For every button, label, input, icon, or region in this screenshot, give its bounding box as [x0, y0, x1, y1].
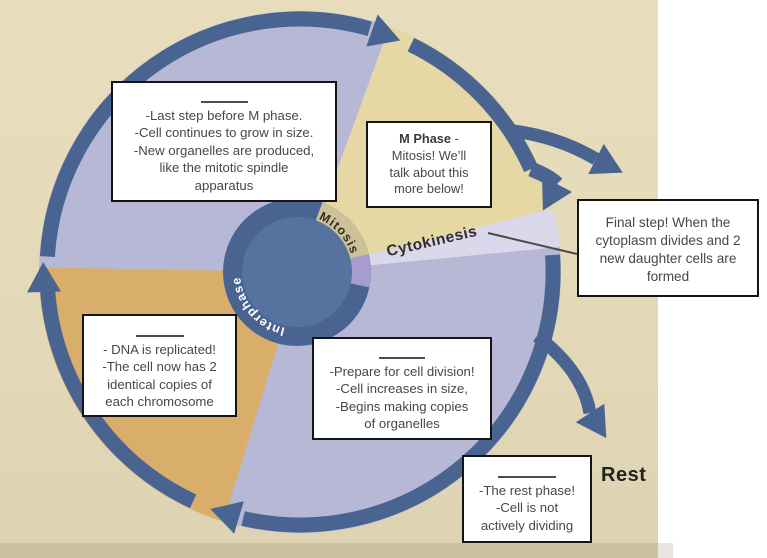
callout-text-line: -Prepare for cell division! [329, 364, 475, 379]
callout-text-line: cytoplasm divides and 2 [595, 233, 741, 248]
callout-m-phase: M Phase - Mitosis! We’ll talk about this… [366, 121, 492, 208]
hub: Interphase Mitosis [223, 198, 372, 346]
arrowhead-into-cytokinesis-icon [541, 176, 573, 211]
callout-text-line: actively dividing [480, 517, 574, 533]
m-phase-suffix: - [451, 131, 459, 146]
rest-label: Rest [601, 464, 647, 486]
callout-text-line: -Last step before M phase. [145, 108, 303, 123]
blank-underline [379, 347, 425, 359]
arrowhead-left-icon [27, 262, 61, 293]
callout-text-line: -The rest phase! [478, 483, 576, 498]
callout-g2-phase: -Last step before M phase. -Cell continu… [111, 81, 337, 202]
callout-text-line: more below! [394, 181, 464, 197]
blank-underline [498, 466, 556, 478]
bottom-shade-band [0, 543, 673, 558]
callout-text-line: -Cell increases in size, [336, 381, 468, 397]
arrowhead-exit-right-icon [588, 143, 623, 175]
cycle-arc-hook [528, 162, 563, 190]
callout-rest-phase: -The rest phase! -Cell is not actively d… [462, 455, 592, 543]
callout-text-line: identical copies of [107, 376, 212, 392]
callout-s-phase: - DNA is replicated! -The cell now has 2… [82, 314, 237, 417]
callout-text-line: apparatus [194, 177, 254, 193]
callout-text-line: -The cell now has 2 [102, 359, 217, 375]
callout-text-line: of organelles [364, 416, 440, 432]
callout-text-line: formed [646, 269, 690, 284]
callout-final-step: Final step! When the cytoplasm divides a… [577, 199, 759, 297]
branch-rest-shaft [533, 330, 597, 415]
cycle-arc-top-left [39, 11, 372, 258]
connector-line [487, 232, 578, 255]
arrowhead-to-rest-icon [575, 403, 607, 439]
callout-title-line: M Phase - [368, 131, 490, 148]
callout-text-line: - DNA is replicated! [103, 342, 216, 357]
callout-text-line: -Cell continues to grow in size. [134, 125, 314, 141]
callout-text-line: new daughter cells are [599, 251, 737, 266]
blank-underline [200, 91, 248, 103]
callout-text-line: talk about this [389, 164, 469, 180]
hub-inner-circle [242, 217, 352, 327]
blank-underline [135, 325, 184, 337]
arrowhead-bottom-icon [210, 501, 244, 534]
callout-text-line: -Cell is not [495, 500, 559, 516]
callout-text-line: -Begins making copies [335, 398, 469, 414]
callout-text-line: Mitosis! We’ll [391, 147, 467, 163]
callout-g1-phase: -Prepare for cell division! -Cell increa… [312, 337, 492, 440]
callout-text-line: -New organelles are produced, [133, 142, 315, 158]
callout-text-line: like the mitotic spindle [159, 160, 289, 176]
cycle-arc-mitosis [407, 37, 538, 173]
callout-text-line: Final step! When the [605, 215, 731, 230]
m-phase-bold: M Phase [399, 131, 452, 146]
callout-text-line: each chromosome [105, 394, 214, 410]
arrowhead-top-icon [366, 14, 401, 47]
branch-exit-right-shaft [509, 124, 600, 165]
